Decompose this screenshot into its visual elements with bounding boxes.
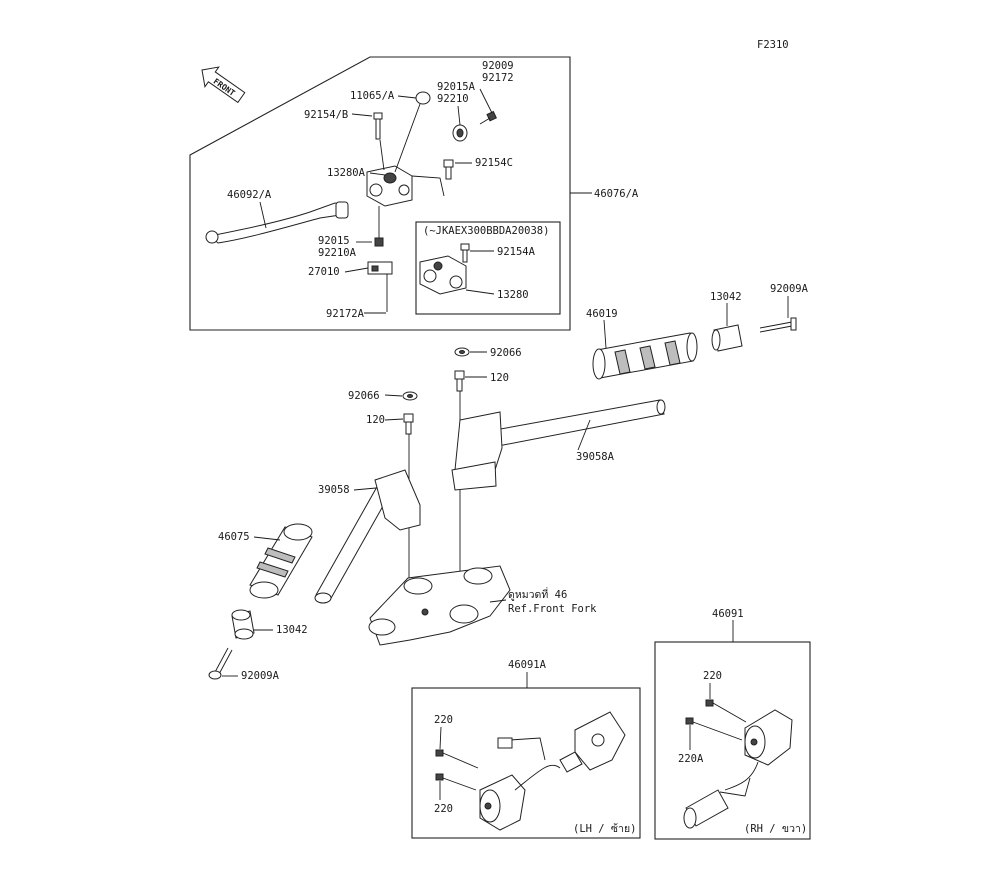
label-220a-rh: 220A	[678, 753, 704, 765]
nut-92015	[374, 206, 384, 247]
front-arrow-icon: FRONT	[201, 66, 246, 104]
ref-front-fork-text: Ref.Front Fork	[508, 603, 597, 615]
leader-39058a	[577, 419, 591, 451]
label-46091: 46091	[712, 608, 744, 620]
lh-label: (LH / ซ้าย)	[573, 823, 636, 835]
label-27010: 27010	[308, 266, 340, 278]
rh-label: (RH / ขวา)	[744, 823, 807, 835]
label-92009: 92009	[482, 60, 514, 72]
label-13280: 13280	[497, 289, 529, 301]
label-92210: 92210	[437, 93, 469, 105]
rh-switch-box	[654, 641, 811, 840]
bar-end-weight-13042-left	[231, 609, 255, 640]
handlebar-39058a	[451, 399, 666, 491]
label-39058: 39058	[318, 484, 350, 496]
label-92009a-left: 92009A	[241, 670, 280, 682]
label-92066-right: 92066	[490, 347, 522, 359]
right-switch-housing	[683, 709, 793, 829]
label-13042-right: 13042	[710, 291, 742, 303]
clamp-13280a	[366, 103, 445, 207]
label-13042-left: 13042	[276, 624, 308, 636]
label-46019: 46019	[586, 308, 618, 320]
label-92172a: 92172A	[326, 308, 365, 320]
upper-triple-clamp	[368, 565, 511, 646]
washer-92066-left	[402, 391, 418, 401]
leader-ref-front-fork	[489, 599, 507, 603]
cap-11065a	[415, 91, 431, 105]
clamp-13280	[419, 255, 467, 295]
leader-lines-right	[603, 296, 789, 349]
label-120-right: 120	[490, 372, 509, 384]
master-cylinder-group-box	[189, 56, 571, 331]
label-11065a: 11065/A	[350, 90, 395, 102]
ref-thai-text: ดูหมวดที่ 46	[508, 587, 567, 601]
handlebar-39058	[314, 469, 421, 604]
label-220-rh: 220	[703, 670, 722, 682]
brake-lever-46092a	[205, 201, 349, 244]
label-220-lh-top: 220	[434, 714, 453, 726]
label-220-lh-bottom: 220	[434, 803, 453, 815]
screw-220a-rh	[685, 717, 743, 741]
bolt-92154a	[460, 243, 470, 263]
label-46092a: 46092/A	[227, 189, 272, 201]
screw-220-rh	[705, 699, 747, 723]
label-92154c: 92154C	[475, 157, 513, 169]
screw-92172	[479, 110, 497, 125]
label-92154a: 92154A	[497, 246, 536, 258]
label-120-left: 120	[366, 414, 385, 426]
bar-end-weight-13042-right	[711, 324, 743, 352]
label-92066-left: 92066	[348, 390, 380, 402]
screw-92009a-right	[759, 317, 797, 333]
label-46076a: 46076/A	[594, 188, 639, 200]
bolt-92154c	[443, 159, 454, 180]
label-46075: 46075	[218, 531, 250, 543]
leader-lines-top	[259, 88, 592, 314]
switch-27010	[367, 261, 393, 312]
serial-inset-box	[415, 221, 561, 315]
label-92015: 92015	[318, 235, 350, 247]
leader-39058	[353, 487, 377, 491]
figure-code: F2310	[757, 39, 789, 51]
label-46091a: 46091A	[508, 659, 547, 671]
label-92009a-right: 92009A	[770, 283, 809, 295]
throttle-grip-46019	[592, 332, 698, 380]
leader-46075	[253, 536, 281, 541]
left-switch-housing	[479, 711, 626, 831]
leader-220-lh-top	[439, 726, 442, 750]
label-92210a: 92210A	[318, 247, 357, 259]
washer-92210	[452, 124, 468, 142]
label-13280a: 13280A	[327, 167, 366, 179]
label-92015a: 92015A	[437, 81, 476, 93]
screw-220-lh-top	[435, 749, 479, 769]
lh-switch-box	[411, 687, 641, 839]
left-grip-46075	[249, 523, 313, 599]
leader-120-left	[384, 418, 404, 421]
serial-note: (~JKAEX300BBDA20038)	[423, 225, 549, 237]
screw-220-lh-bottom	[435, 773, 477, 791]
bolt-92154b	[373, 112, 383, 140]
leader-92066-left	[384, 394, 403, 397]
washer-92066-right	[454, 347, 470, 357]
label-92154b: 92154/B	[304, 109, 348, 121]
screw-92009a-left	[208, 647, 233, 680]
label-39058a: 39058A	[576, 451, 615, 463]
label-92172: 92172	[482, 72, 514, 84]
